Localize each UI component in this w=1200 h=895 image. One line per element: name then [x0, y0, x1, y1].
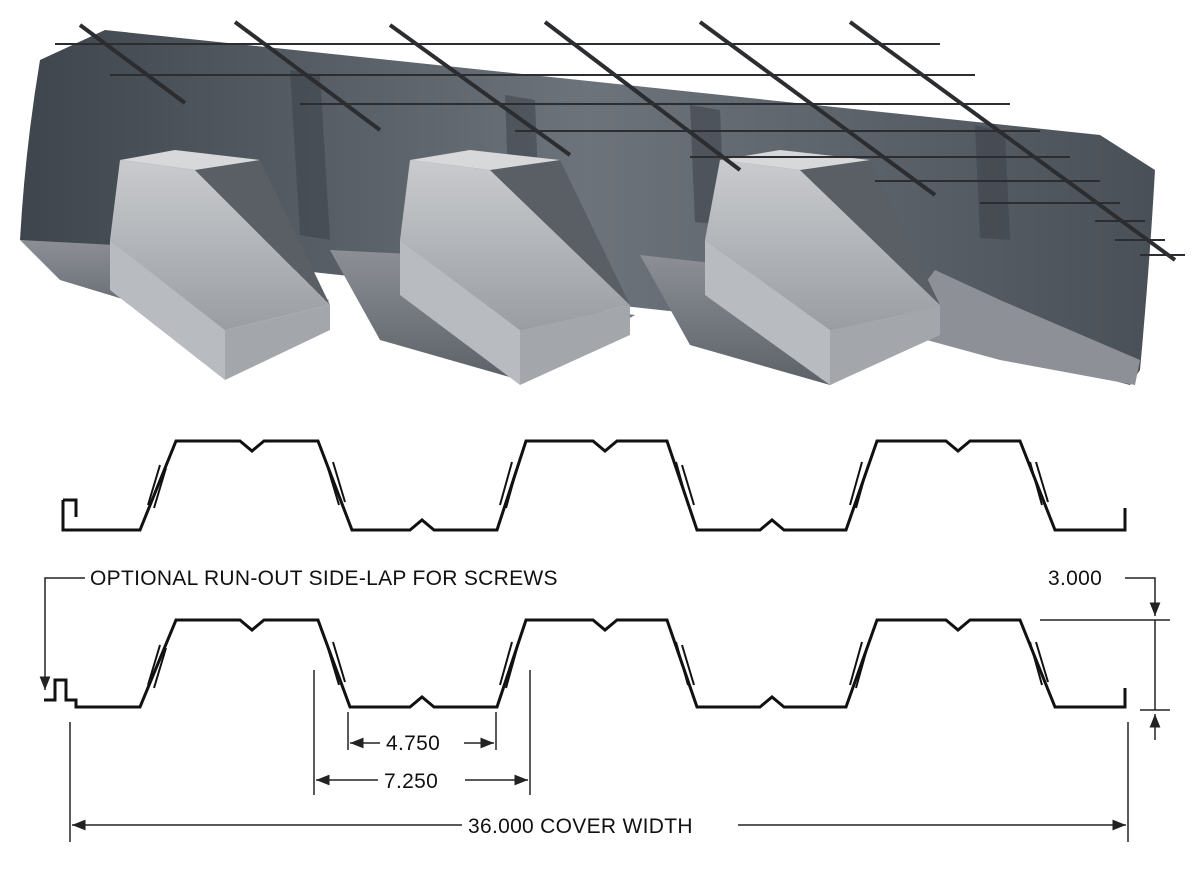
pitch-dimension — [313, 670, 531, 795]
depth-dimension — [1040, 577, 1170, 740]
cover-width-label: 36.000 COVER WIDTH — [468, 815, 693, 838]
deck-rib-2 — [400, 150, 630, 385]
cover-width-dimension — [69, 722, 1129, 842]
pitch-label: 7.250 — [384, 770, 438, 793]
deck-rib-1 — [110, 150, 330, 380]
deck-rib-3 — [705, 150, 940, 385]
rebar-diagonal — [78, 20, 1177, 262]
back-rib-shade-1 — [290, 70, 330, 240]
back-rib-shade-4 — [975, 125, 1010, 240]
deck-3d-render — [20, 20, 1185, 385]
bottom-flute-dimension — [347, 712, 497, 750]
side-lap-leader — [39, 577, 85, 690]
deck-pan-4 — [890, 270, 1140, 385]
bottom-flute-label: 4.750 — [386, 732, 440, 755]
depth-label: 3.000 — [1048, 567, 1102, 590]
deck-profile-standard — [61, 439, 1127, 532]
side-lap-note: OPTIONAL RUN-OUT SIDE-LAP FOR SCREWS — [90, 567, 558, 590]
deck-profile-run-out — [44, 618, 1127, 709]
rebar-horizontal — [55, 43, 1185, 256]
